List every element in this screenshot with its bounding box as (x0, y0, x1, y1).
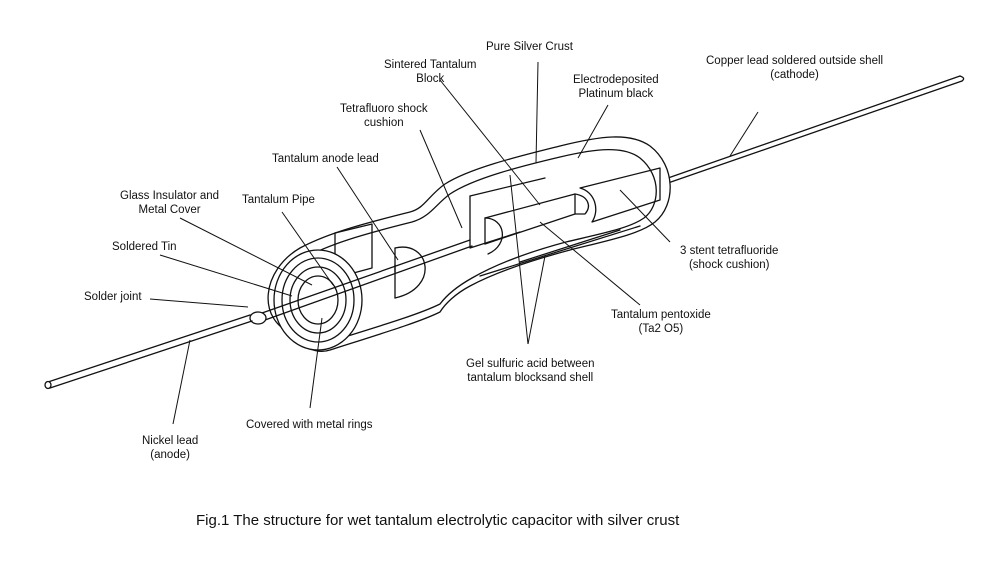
label-glass-insulator: Glass Insulator and Metal Cover (120, 190, 220, 216)
label-sintered-tantalum-block: Sintered Tantalum Block (384, 59, 477, 85)
label-solder-joint: Solder joint (84, 291, 142, 303)
nickel-anode-lead (44, 314, 253, 390)
label-nickel-lead: Nickel lead (anode) (142, 435, 199, 461)
outer-shell (267, 136, 671, 352)
label-gel-sulfuric-acid: Gel sulfuric acid between tantalum block… (466, 358, 595, 384)
label-tetrafluoro-shock-cushion: Tetrafluoro shock cushion (340, 103, 428, 129)
label-copper-lead: Copper lead soldered outside shell (cath… (706, 55, 884, 81)
leader-lines (149, 61, 759, 425)
solder-joint (249, 311, 267, 325)
label-tantalum-pentoxide: Tantalum pentoxide (Ta2 O5) (611, 309, 711, 335)
label-tantalum-anode-lead: Tantalum anode lead (272, 153, 379, 165)
copper-cathode-lead (667, 75, 965, 184)
figure-caption: Fig.1 The structure for wet tantalum ele… (196, 512, 680, 529)
label-covered-metal-rings: Covered with metal rings (246, 419, 373, 431)
label-electrodeposited-platinum-black: Electrodeposited Platinum black (573, 74, 659, 100)
label-soldered-tin: Soldered Tin (112, 241, 177, 253)
tantalum-anode-lead (261, 239, 473, 321)
label-pure-silver-crust: Pure Silver Crust (486, 41, 573, 53)
label-stent-tetrafluoride: 3 stent tetrafluoride (shock cushion) (680, 245, 779, 271)
label-tantalum-pipe: Tantalum Pipe (242, 194, 315, 206)
cutaway-cavity (334, 167, 661, 299)
metal-rings (273, 249, 363, 351)
